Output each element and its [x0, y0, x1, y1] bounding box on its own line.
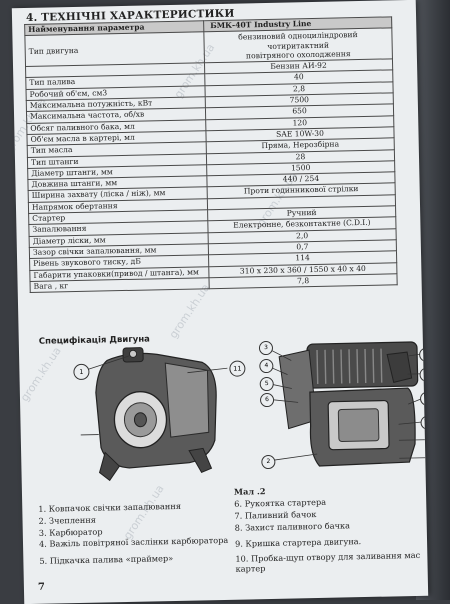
engine-rear-view — [257, 334, 428, 488]
parts-list-left: 1. Ковпачок свічки запалювання 2. Зчепле… — [38, 499, 229, 567]
param-value-cell: бензиновий одноциліндровий чотиритактний… — [204, 28, 393, 63]
part-item-10: 10. Пробка-щуп отвору для заливання мас … — [235, 550, 421, 574]
page-number: 7 — [38, 582, 45, 593]
spec-table: Найменування параметра БМК-40Т Industry … — [24, 16, 398, 293]
parts-list-right: Мал .2 6. Рукоятка стартера 7. Паливний … — [234, 482, 422, 574]
part-item-9: 9. Кришка стартера двигуна. — [235, 534, 421, 550]
part-item-8: 8. Захист паливного бачка — [235, 518, 421, 534]
engine-front-view — [37, 340, 230, 496]
manual-page: grom.kh.ua grom.kh.ua grom.kh.ua grom.kh… — [12, 0, 428, 604]
watermark: grom.kh.ua — [167, 281, 213, 340]
part-item-5: 5. Підкачка палива «праймер» — [39, 551, 229, 567]
param-name-cell: Тип двигуна — [25, 32, 205, 67]
callout-11: 11 — [229, 360, 245, 376]
